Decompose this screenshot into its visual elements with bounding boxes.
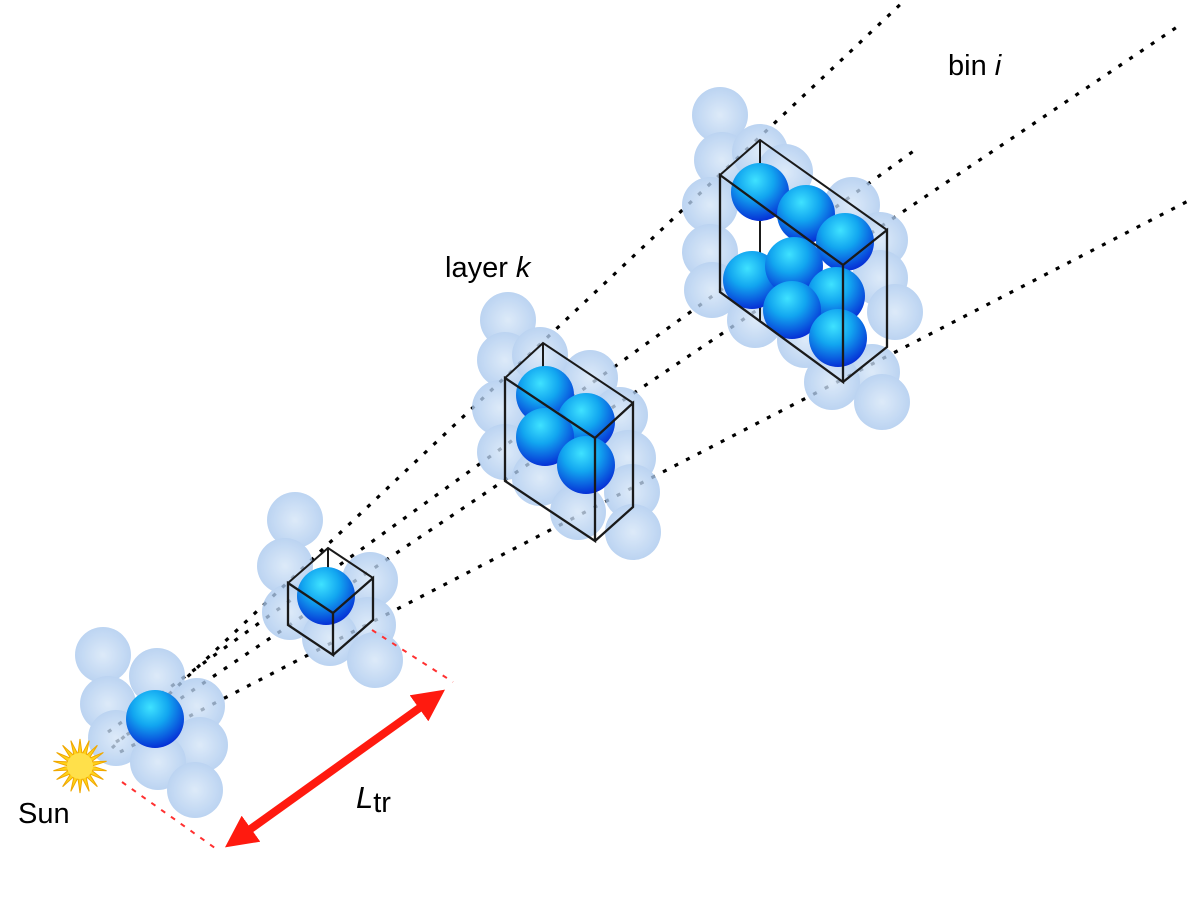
sphere-particle [516,408,574,466]
ray-line [119,198,1191,754]
bin-label: bin i [948,52,1001,81]
bin-index: i [994,50,1002,82]
halo-particle [129,648,185,704]
sphere-particle [557,436,615,494]
layer-index: k [515,252,531,284]
sphere-particle [731,163,789,221]
halo-particles [75,87,923,818]
path-length-symbol: L [356,780,374,815]
sun-core [67,753,93,779]
scattering-particles [126,163,874,748]
halo-particle [854,374,910,430]
halo-particle [75,627,131,683]
sphere-particle [809,309,867,367]
halo-particle [550,484,606,540]
halo-particle [302,610,358,666]
halo-particle [267,492,323,548]
sphere-particle [807,267,865,325]
layer-boxes-front [286,172,889,658]
sphere-particle [765,237,823,295]
guide-line [371,629,454,683]
halo-particle [347,632,403,688]
halo-particle [257,538,313,594]
box-edge [332,575,375,656]
sphere-particle [516,366,574,424]
sun-rays [107,0,1191,754]
halo-particle [605,504,661,560]
sun-label: Sun [18,798,70,830]
halo-particle [472,380,528,436]
path-length-subscript: tr [373,787,391,819]
halo-particle [682,177,738,233]
sphere-particle [126,690,184,748]
layer-word: layer [445,252,508,284]
halo-particle [692,87,748,143]
halo-particle [804,354,860,410]
layer-label: layer k [445,254,530,283]
box-edge [842,227,889,383]
path-length-label: Ltr [356,782,391,818]
halo-particle [172,717,228,773]
halo-particle [167,762,223,818]
path-length-indicator [121,629,454,849]
box-edge [594,400,635,542]
ray-line [115,23,1181,744]
double-arrow [224,689,446,848]
bin-word: bin [948,50,987,82]
halo-particle [867,284,923,340]
sphere-particle [763,281,821,339]
sphere-particle [297,567,355,625]
sun-icon [53,738,107,794]
